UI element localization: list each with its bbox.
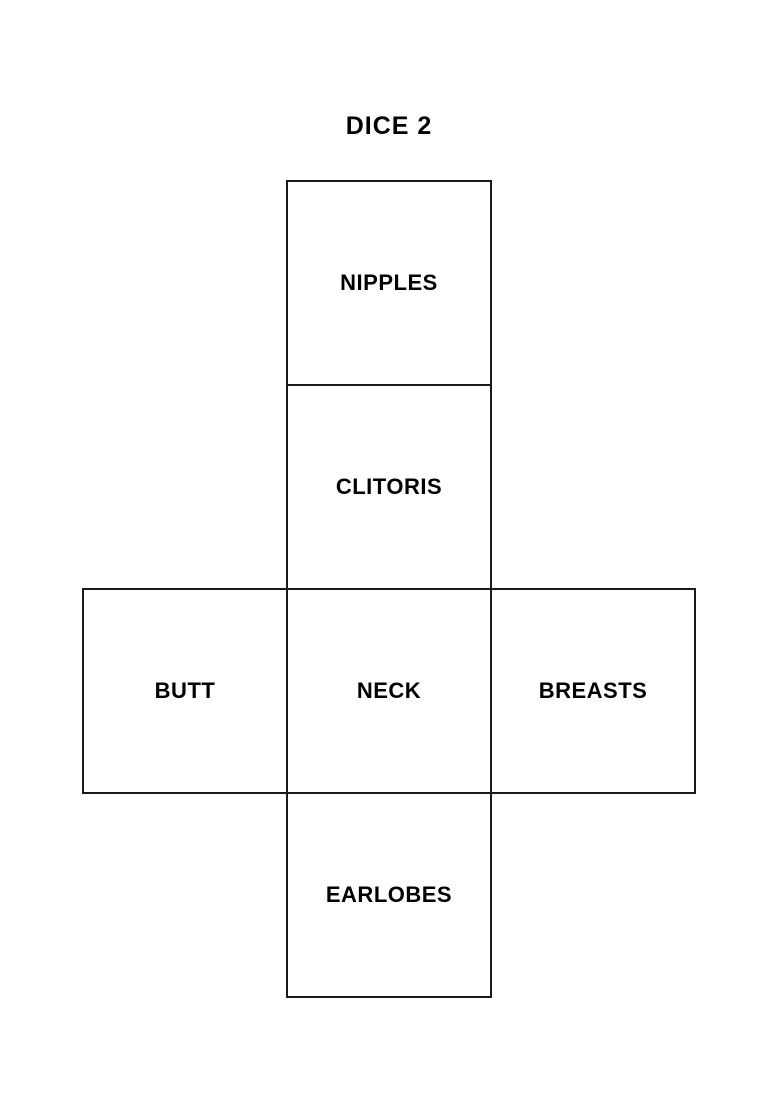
diagram-title: DICE 2 [345, 112, 433, 140]
dice-face-left: BUTT [82, 588, 288, 794]
dice-face-center: NECK [286, 588, 492, 794]
dice-face-label: NECK [356, 678, 422, 703]
dice-face-upper-middle: CLITORIS [286, 384, 492, 590]
dice-face-label: BUTT [154, 678, 216, 703]
dice-face-bottom: EARLOBES [286, 792, 492, 998]
dice-face-right: BREASTS [490, 588, 696, 794]
dice-face-label: EARLOBES [325, 882, 453, 907]
dice-face-top: NIPPLES [286, 180, 492, 386]
dice-face-label: NIPPLES [340, 270, 438, 295]
dice-face-label: CLITORIS [335, 474, 443, 499]
dice-face-label: BREASTS [538, 678, 648, 703]
